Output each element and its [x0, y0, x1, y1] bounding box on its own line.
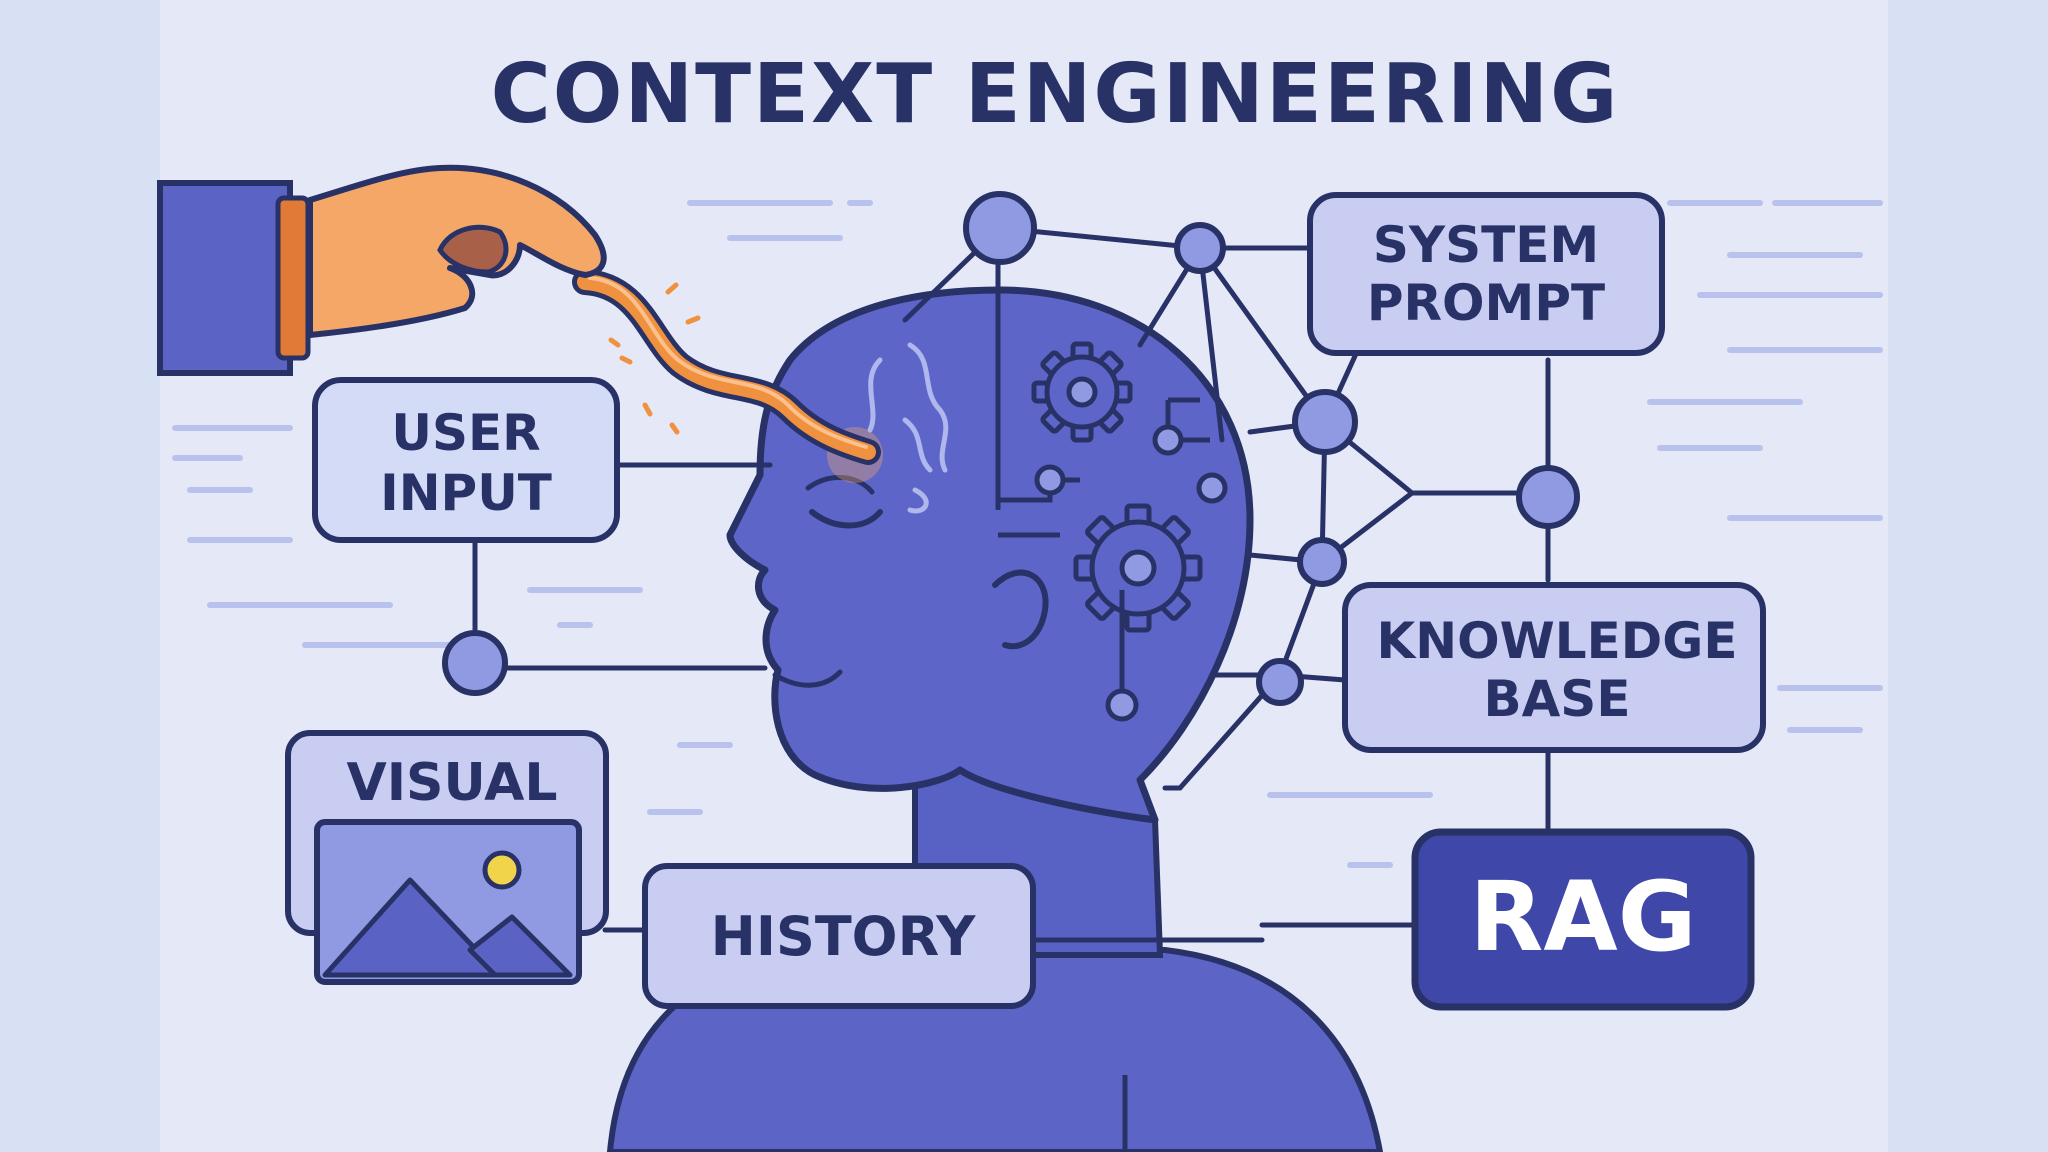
brain-swirls	[867, 342, 949, 514]
page-title: CONTEXT ENGINEERING	[491, 47, 1620, 142]
closed-eye-icon	[809, 509, 883, 529]
context-strand-highlight	[588, 276, 868, 449]
rag-node: RAG	[1411, 828, 1755, 1011]
system-prompt-label-line1: SYSTEM	[1373, 216, 1599, 274]
ear	[992, 569, 1049, 650]
brain-circuit-nodes	[1034, 424, 1228, 722]
knowledge-base-node: KNOWLEDGE BASE	[1342, 582, 1766, 753]
history-node: HISTORY	[642, 863, 1036, 1009]
system-prompt-label-line2: PROMPT	[1367, 274, 1605, 332]
system-prompt-node: SYSTEM PROMPT	[1307, 192, 1665, 356]
user-input-node: USER INPUT	[312, 377, 620, 543]
context-strand	[577, 274, 876, 460]
knowledge-base-label-line2: BASE	[1484, 670, 1631, 728]
visual-label: VISUAL	[346, 753, 557, 813]
cuff	[275, 195, 311, 361]
network-nodes	[442, 191, 1580, 706]
rag-label: RAG	[1469, 861, 1696, 973]
pinch-gap	[437, 224, 509, 275]
history-label: HISTORY	[711, 905, 977, 968]
sparkles	[608, 282, 701, 435]
sleeve	[157, 180, 293, 376]
user-input-label-line2: INPUT	[380, 464, 552, 522]
mountain-image-icon	[314, 819, 582, 985]
knowledge-base-label-line1: KNOWLEDGE	[1377, 612, 1738, 670]
sun-icon	[482, 850, 522, 890]
mouth	[772, 669, 843, 688]
visual-node: VISUAL	[285, 730, 609, 985]
eyebrow	[805, 474, 875, 495]
user-input-label-line1: USER	[391, 404, 540, 462]
background-lines	[172, 200, 1883, 868]
gear-icon	[1031, 341, 1133, 443]
gear-icon	[1073, 503, 1203, 633]
